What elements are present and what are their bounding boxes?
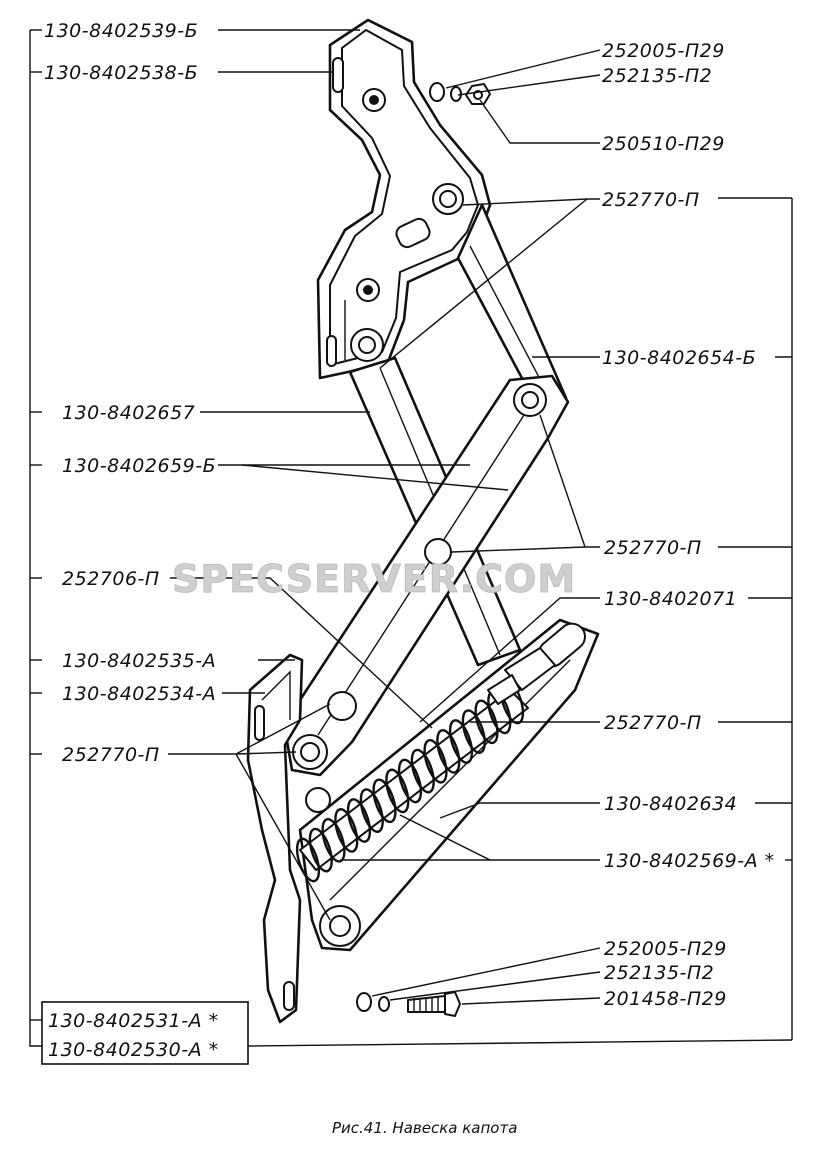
spring-coil [448,719,474,764]
spring-coil [461,709,486,754]
oval-hole [395,217,431,249]
flat-washer [450,86,462,102]
slot-hole [254,705,265,741]
spring-coil [334,808,359,853]
label-252770-p-1: 252770-П [602,189,700,211]
spring-coil [423,738,448,784]
bracket-frame-lines [29,29,793,1047]
spring-coil [410,748,435,794]
spring-coil [397,758,423,804]
upper-hinge-plate [316,18,492,380]
label-130-8402535-a: 130-8402535-А [62,650,216,672]
spring-coil [474,699,499,745]
watermark: SPECSERVER.COM [172,557,576,601]
label-252135-p2-top: 252135-П2 [602,65,712,87]
spring-washer [356,992,372,1012]
label-130-8402531-a: 130-8402531-А * [48,1010,219,1032]
label-201458-p29: 201458-П29 [604,988,727,1010]
spring-coil [436,729,461,774]
label-252135-p2-bottom: 252135-П2 [604,962,714,984]
slot-hole [326,335,337,367]
flat-washer [378,996,390,1012]
rivet-252770 [327,691,357,721]
leader-lines [168,29,793,1047]
bolt-head [444,991,461,1017]
figure-caption: Рис.41. Навеска капота [332,1119,517,1137]
assembly-label-box: 130-8402531-А * 130-8402530-А * [41,1001,249,1065]
rivet-head [358,336,376,354]
label-130-8402569-a: 130-8402569-А * [604,850,775,872]
label-130-8402071: 130-8402071 [604,588,737,610]
label-130-8402534-a: 130-8402534-А [62,683,216,705]
rivet-hole [305,787,331,813]
spring-coil [346,798,372,843]
spring-coil [372,778,397,824]
washer-nut-set-top [429,82,491,105]
bolt-hole-center [369,95,379,105]
lower-bracket [246,653,357,1024]
rivet-head [521,391,539,409]
spring-rod-end [487,647,556,705]
label-130-8402539-b: 130-8402539-Б [44,20,198,42]
label-130-8402530-a: 130-8402530-А * [48,1039,219,1061]
slot-hole [283,981,295,1011]
rivet-head [329,915,351,937]
rivet-head [300,742,320,762]
spring-washer [429,82,445,102]
rivet-252770 [424,538,452,566]
label-130-8402634: 130-8402634 [604,793,737,815]
label-130-8402538-b: 130-8402538-Б [44,62,198,84]
label-252005-p29-bottom: 252005-П29 [604,938,727,960]
label-252770-p-2: 252770-П [604,537,702,559]
spring-coil [308,827,333,873]
bolt-hole-center [363,285,373,295]
label-252770-p-4: 252770-П [62,744,160,766]
spring-130-8402569 [295,679,529,883]
label-130-8402654-b: 130-8402654-Б [602,347,756,369]
spring-coil [359,788,384,833]
label-130-8402659-b: 130-8402659-Б [62,455,216,477]
washer-bolt-set-bottom [356,991,461,1017]
spring-coil [385,768,410,814]
label-252706-p: 252706-П [62,568,160,590]
rivet-head [439,190,457,208]
slot-hole [332,57,344,93]
spring-coil [295,837,321,883]
spring-coil [321,817,346,863]
label-130-8402657: 130-8402657 [62,402,195,424]
label-252005-p29-top: 252005-П29 [602,40,725,62]
label-252770-p-3: 252770-П [604,712,702,734]
label-250510-p29: 250510-П29 [602,133,725,155]
part-labels: 130-8402539-Б 130-8402538-Б 252005-П29 2… [44,20,775,1010]
